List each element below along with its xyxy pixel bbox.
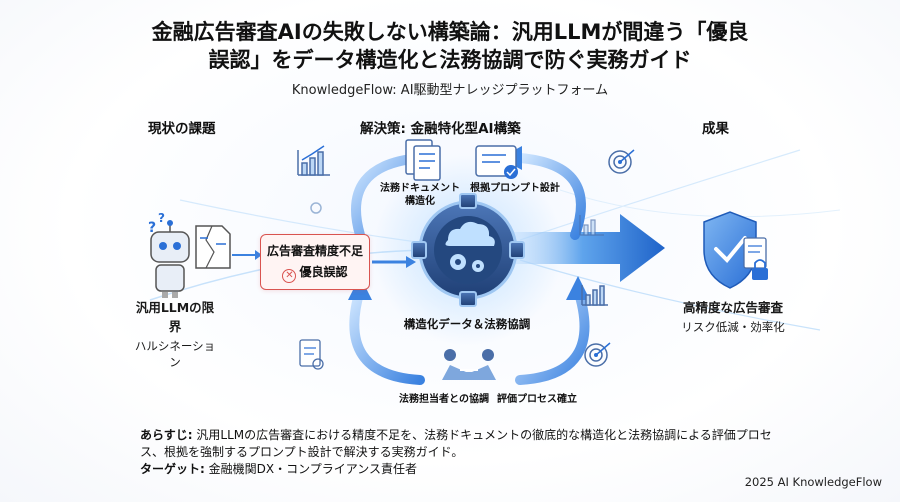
chart-icon: [297, 145, 330, 176]
document-icon: [405, 139, 441, 181]
right-label-b: リスク低減・効率化: [681, 320, 785, 334]
chart-icon-right: [579, 215, 604, 236]
left-label-a: 汎用LLMの限界: [135, 300, 215, 334]
small-gears-icon: [450, 254, 484, 272]
credit: 2025 AI KnowledgeFlow: [744, 475, 882, 489]
summary-block: あらすじ: 汎用LLMの広告審査における精度不足を、法務ドキュメントの徹底的な構…: [140, 427, 780, 478]
title-line-2: 誤認」をデータ構造化と法務協調で防ぐ実務ガイド: [208, 48, 692, 72]
synopsis: あらすじ: 汎用LLMの広告審査における精度不足を、法務ドキュメントの徹底的な構…: [140, 427, 780, 461]
cloud-icon: [445, 221, 495, 246]
section-solution: 解決策: 金融特化型AI構築: [360, 121, 521, 137]
error-x-icon: ✕: [282, 269, 297, 283]
svg-text:?: ?: [158, 211, 165, 225]
question-marks: ? ?: [148, 211, 165, 236]
doc-label-line-2: 構造化: [405, 196, 435, 207]
target-icon: [608, 149, 635, 174]
synopsis-key: あらすじ:: [140, 428, 193, 442]
broken-document-icon: [195, 225, 231, 269]
problem-box: 広告審査精度不足 ✕優良誤認: [260, 234, 370, 290]
handshake-icon: [442, 349, 496, 380]
title-line-1: 金融広告審査AIの失敗しない構築論：汎用LLMが間違う「優良: [151, 20, 749, 44]
page-subtitle: KnowledgeFlow: AI駆動型ナレッジプラットフォーム: [291, 83, 609, 98]
page-title: 金融広告審査AIの失敗しない構築論：汎用LLMが間違う「優良 誤認」をデータ構造…: [0, 18, 900, 74]
section-result: 成果: [702, 121, 729, 137]
doc-label-line-1: 法務ドキュメント: [380, 183, 460, 194]
prompt-design-icon: [475, 145, 518, 179]
target-text: 金融機関DX・コンプライアンス責任者: [208, 462, 418, 476]
chart-icon-small: [581, 285, 608, 306]
problem-title: 広告審査精度不足: [266, 244, 363, 258]
bottom-cycle-arrows: [348, 276, 590, 385]
report-icon: [299, 339, 324, 370]
doc-structuring-label: 法務ドキュメント 構造化: [380, 182, 460, 208]
target-key: ターゲット:: [140, 462, 205, 476]
collab-label: 法務担当者との協調: [399, 394, 489, 405]
main-flow-arrow: [500, 214, 665, 282]
problem-subtitle: 優良誤認: [299, 265, 348, 279]
target-icon-bottom: [584, 342, 611, 367]
target: ターゲット: 金融機関DX・コンプライアンス責任者: [140, 461, 780, 478]
right-label: 高精度な広告審査 リスク低減・効率化: [668, 297, 798, 335]
synopsis-text: 汎用LLMの広告審査における精度不足を、法務ドキュメントの徹底的な構造化と法務協…: [140, 428, 772, 459]
right-label-a: 高精度な広告審査: [682, 300, 783, 315]
robot-icon: [150, 220, 190, 298]
prompt-design-label: 根拠プロンプト設計: [470, 183, 560, 194]
section-current: 現状の課題: [148, 121, 216, 137]
lock-icon: [752, 259, 768, 280]
left-label: 汎用LLMの限界 ハルシネーション: [130, 297, 220, 370]
svg-text:?: ?: [148, 220, 156, 236]
eval-label: 評価プロセス確立: [497, 394, 577, 405]
core-label: 構造化データ＆法務協調: [403, 317, 531, 331]
left-label-b: ハルシネーション: [134, 339, 216, 369]
